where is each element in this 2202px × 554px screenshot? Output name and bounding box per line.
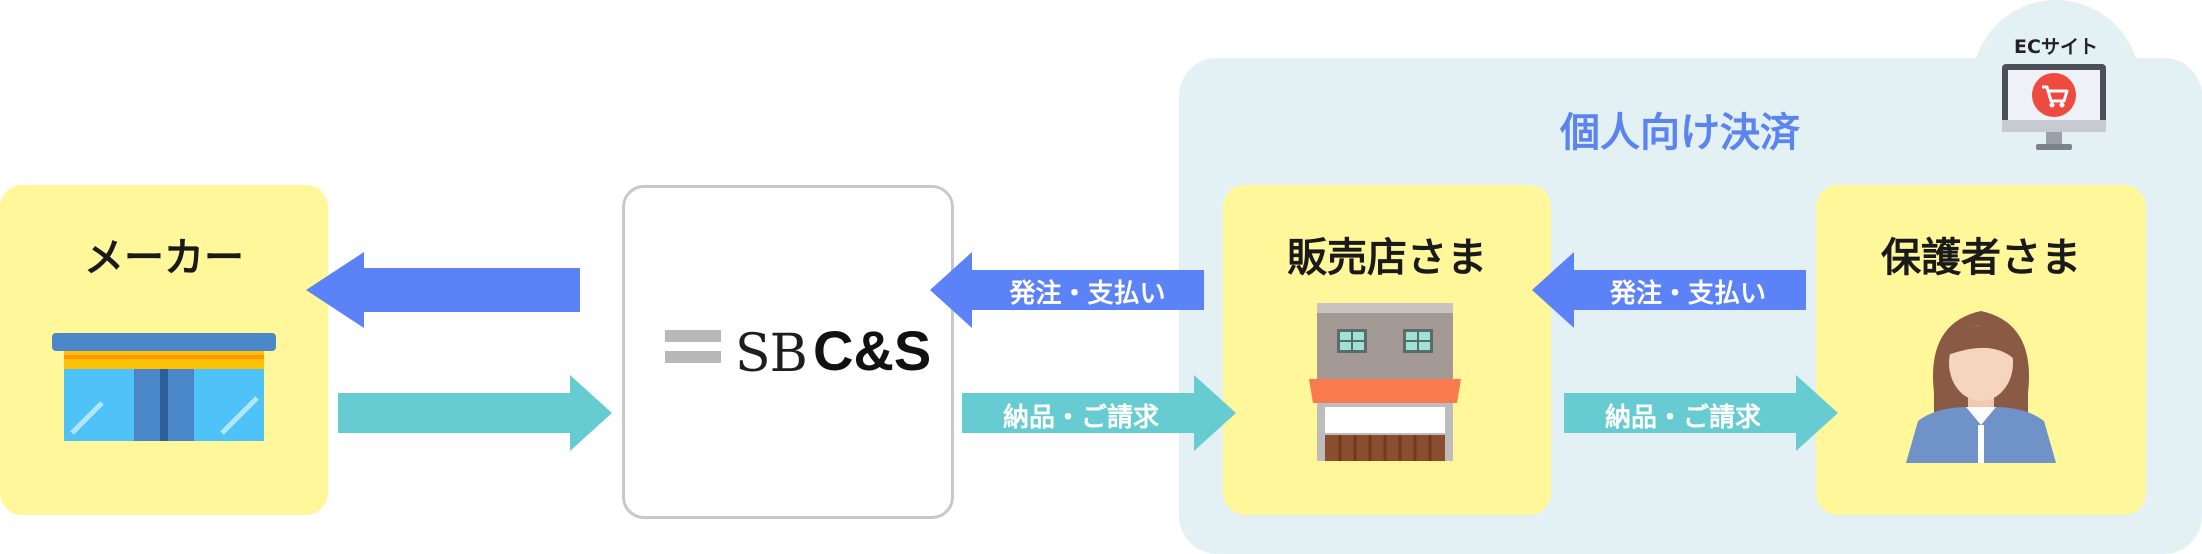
delivery-arrow-to-guardian (1564, 375, 1838, 451)
delivery-arrow-to-sbcs (338, 375, 612, 451)
order-arrow-to-maker (306, 252, 580, 328)
guardian-title: 保護者さま (1881, 235, 2081, 281)
shop-building-icon (1309, 303, 1461, 461)
woman-avatar-icon (1906, 311, 2056, 463)
logo-bar-icon (665, 330, 721, 342)
delivery-arrow-label: 納品・ご請求 (1604, 403, 1761, 433)
order-arrow-label: 発注・支払い (1009, 279, 1166, 309)
shop-box: 販売店さま (1223, 185, 1551, 515)
shop-title: 販売店さま (1287, 235, 1487, 281)
ec-site-label: ECサイト (2014, 36, 2098, 58)
guardian-box: 保護者さま (1816, 185, 2146, 515)
order-arrow-to-sbcs (930, 252, 1204, 328)
storefront-icon (52, 333, 276, 441)
logo-bar-icon (665, 351, 721, 363)
order-arrow-to-shop (1532, 252, 1806, 328)
order-arrow-label: 発注・支払い (1609, 279, 1766, 309)
delivery-arrow-label: 納品・ご請求 (1002, 403, 1159, 433)
maker-box: メーカー (0, 185, 328, 515)
monitor-cart-icon (2002, 64, 2106, 150)
delivery-arrow-to-shop (962, 375, 1236, 451)
region-title: 個人向け決済 (1560, 110, 1800, 156)
maker-title: メーカー (84, 235, 244, 281)
logo-sb: SB (735, 324, 808, 384)
logo-cs: C&S (813, 319, 932, 382)
sbcs-box: SB C&S (622, 185, 954, 519)
